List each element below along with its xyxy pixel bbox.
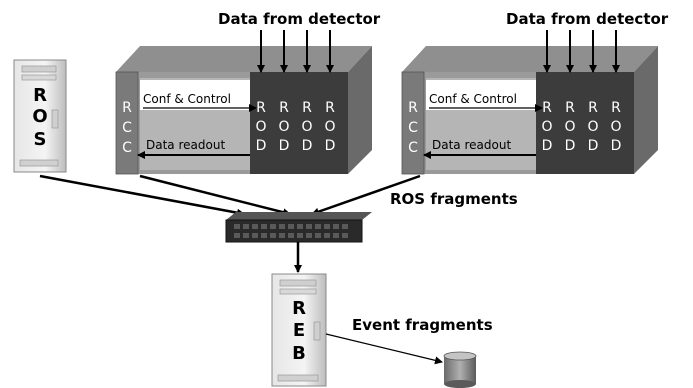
rcc-letter: C bbox=[122, 140, 132, 156]
rod-letter: O bbox=[278, 119, 289, 135]
conf-control-label: Conf & Control bbox=[429, 92, 517, 106]
rcc-letter: C bbox=[122, 120, 132, 136]
conf-control-label: Conf & Control bbox=[143, 92, 231, 106]
crate-left: R C C R O D R O D R O D R O D Conf & Con… bbox=[115, 10, 381, 175]
rcc-panel bbox=[115, 71, 139, 175]
rod-panel bbox=[536, 72, 634, 174]
rod-letter: D bbox=[611, 138, 622, 154]
rod-letter: D bbox=[302, 138, 313, 154]
data-readout-label: Data readout bbox=[146, 138, 225, 152]
network-switch bbox=[225, 212, 372, 243]
rod-letter: D bbox=[565, 138, 576, 154]
ros-fragments-label: ROS fragments bbox=[390, 190, 518, 208]
data-readout-label: Data readout bbox=[432, 138, 511, 152]
reb-to-storage-arrow bbox=[325, 333, 443, 365]
rod-letter: R bbox=[611, 100, 621, 116]
reb-letter: R bbox=[292, 298, 306, 319]
event-fragments-label: Event fragments bbox=[352, 316, 493, 334]
rcc-letter: R bbox=[408, 100, 418, 116]
rod-letter: R bbox=[302, 100, 312, 116]
ros-to-switch-arrow bbox=[39, 174, 245, 217]
reb-pc: R E B bbox=[271, 273, 327, 387]
data-from-detector-label: Data from detector bbox=[218, 10, 381, 28]
ros-letter: S bbox=[34, 129, 47, 150]
crate1-to-switch-arrow bbox=[139, 174, 291, 217]
ros-pc: R O S bbox=[13, 59, 67, 173]
rcc-letter: C bbox=[408, 140, 418, 156]
rod-letter: O bbox=[564, 119, 575, 135]
reb-letter: B bbox=[292, 343, 306, 364]
reb-letter: E bbox=[293, 320, 305, 341]
rcc-letter: C bbox=[408, 120, 418, 136]
ros-letter: O bbox=[32, 106, 47, 127]
rod-panel bbox=[250, 72, 348, 174]
rod-letter: D bbox=[325, 138, 336, 154]
data-from-detector-label: Data from detector bbox=[506, 10, 669, 28]
ros-letter: R bbox=[33, 85, 47, 106]
rod-letter: R bbox=[256, 100, 266, 116]
rod-letter: O bbox=[301, 119, 312, 135]
rod-letter: D bbox=[256, 138, 267, 154]
rod-letter: O bbox=[610, 119, 621, 135]
rod-letter: D bbox=[542, 138, 553, 154]
rod-letter: O bbox=[255, 119, 266, 135]
rod-letter: D bbox=[588, 138, 599, 154]
rod-letter: R bbox=[279, 100, 289, 116]
rod-letter: R bbox=[325, 100, 335, 116]
rcc-panel bbox=[401, 71, 425, 175]
crate-right: R C C R O D R O D R O D R O D Conf & Con… bbox=[401, 10, 669, 175]
rod-letter: O bbox=[324, 119, 335, 135]
storage-disk-icon bbox=[443, 351, 477, 388]
rod-letter: D bbox=[279, 138, 290, 154]
rod-letter: O bbox=[587, 119, 598, 135]
rod-letter: R bbox=[542, 100, 552, 116]
rod-letter: O bbox=[541, 119, 552, 135]
crate2-to-switch-arrow bbox=[311, 174, 421, 216]
rcc-letter: R bbox=[122, 100, 132, 116]
rod-letter: R bbox=[588, 100, 598, 116]
rod-letter: R bbox=[565, 100, 575, 116]
